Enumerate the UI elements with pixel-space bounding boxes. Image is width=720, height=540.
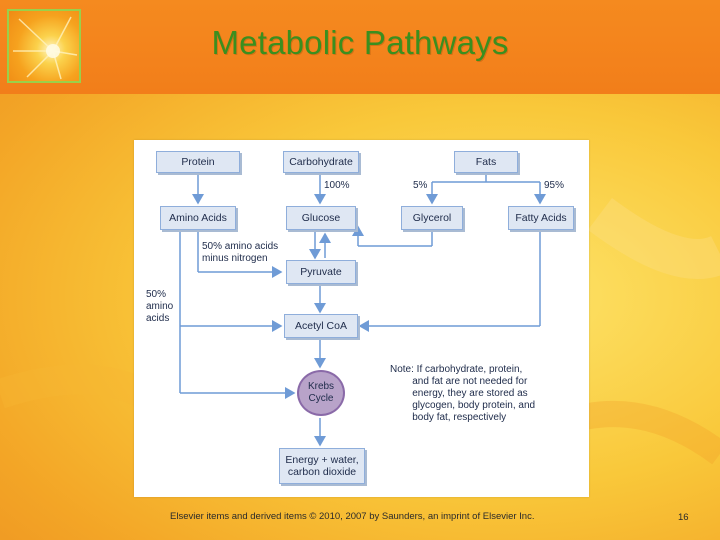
node-acetyl-coa: Acetyl CoA [284, 314, 358, 338]
metabolic-pathway-diagram: Protein Carbohydrate Fats Amino Acids Gl… [134, 140, 589, 497]
label-amino-to-pyruvate: 50% amino acids minus nitrogen [202, 241, 279, 264]
storage-note: Note: If carbohydrate, protein, and fat … [390, 364, 536, 423]
node-krebs-cycle: Krebs Cycle [297, 370, 345, 416]
label-glycerol-percent: 5% [413, 180, 428, 191]
node-pyruvate: Pyruvate [286, 260, 356, 284]
krebs-label: Krebs Cycle [307, 381, 335, 404]
page-number: 16 [678, 512, 689, 523]
label-amino-to-krebs: 50% amino acids [146, 289, 174, 324]
orange-slice-logo [7, 9, 81, 83]
node-fatty-acids: Fatty Acids [508, 206, 574, 230]
slide-title: Metabolic Pathways [211, 24, 509, 61]
node-amino-acids: Amino Acids [160, 206, 236, 230]
label-carbohydrate-percent: 100% [324, 180, 350, 191]
node-fats: Fats [454, 151, 518, 173]
node-carbohydrate: Carbohydrate [283, 151, 359, 173]
slide-header: Metabolic Pathways [0, 0, 720, 94]
node-glucose: Glucose [286, 206, 356, 230]
connector-arrows [179, 173, 546, 447]
node-glycerol: Glycerol [401, 206, 463, 230]
label-fatty-acids-percent: 95% [544, 180, 565, 191]
node-energy: Energy + water, carbon dioxide [279, 448, 365, 484]
node-protein: Protein [156, 151, 240, 173]
copyright-footer: Elsevier items and derived items © 2010,… [170, 511, 535, 522]
